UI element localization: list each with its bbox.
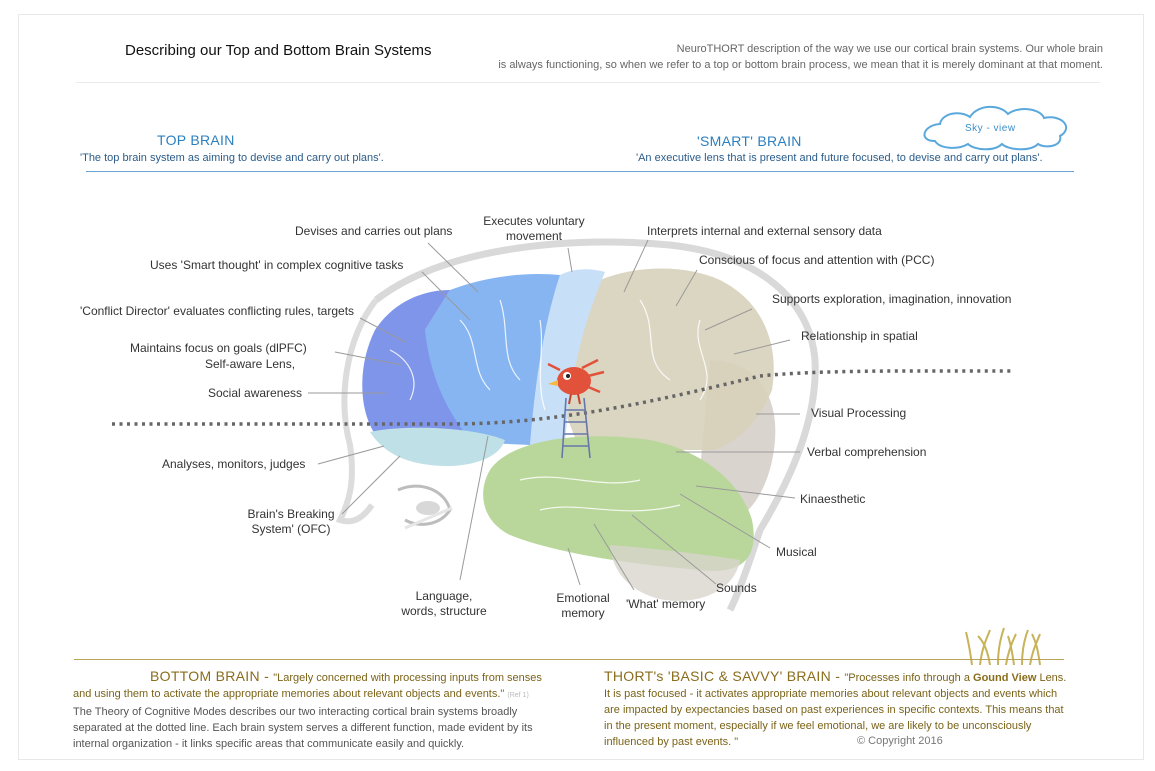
copyright: © Copyright 2016 [857,735,943,747]
label-supports-exploration: Supports exploration, imagination, innov… [772,292,1012,306]
face-outline [335,298,379,525]
basic-brain-body-4: influenced by past events. " [604,736,739,748]
label-sounds: Sounds [716,581,757,595]
top-brain-heading: TOP BRAIN [157,132,235,148]
label-breaking-system-line1: Brain's Breaking [247,507,335,521]
page-frame [18,14,1144,760]
temporal-lobe [483,436,754,571]
label-voluntary-movement-line1: Executes voluntary [483,214,585,228]
bottom-brain-quote-2: and using them to activate the appropria… [73,688,505,700]
bottom-brain-body-3b: - it links specific areas that communica… [172,738,465,750]
orbitofrontal-cortex [370,427,505,466]
bottom-brain-block: BOTTOM BRAIN - "Largely concerned with p… [73,668,563,752]
basic-brain-dash: - [831,668,845,684]
page-title: Describing our Top and Bottom Brain Syst… [125,42,432,59]
label-breaking-system: Brain's Breaking System' (OFC) [226,507,356,537]
parietal-lobe [560,268,774,450]
basic-brain-body-2: are impacted by expectancies based on pa… [604,704,1064,716]
bottom-section-rule [74,659,1064,660]
label-spatial: Relationship in spatial [801,329,918,343]
label-kinaesthetic: Kinaesthetic [800,492,866,506]
label-verbal-comprehension: Verbal comprehension [807,445,927,459]
motor-strip [530,269,605,445]
cerebellum [610,545,740,601]
label-maintains-focus: Maintains focus on goals (dlPFC) [130,341,307,355]
label-analyses: Analyses, monitors, judges [162,457,306,471]
label-emotional-memory-line2: memory [561,606,605,620]
ladder-icon [561,397,591,459]
label-breaking-system-line2: System' (OFC) [251,522,331,536]
label-smart-thought: Uses 'Smart thought' in complex cognitiv… [150,258,404,272]
header-divider [76,82,1100,83]
ground-view-label: Gound View [973,672,1037,684]
label-language-line2: words, structure [401,604,487,618]
bottom-brain-quote-1: "Largely concerned with processing input… [273,672,542,684]
skull-outline [373,238,819,612]
thort-bird-icon [547,358,605,405]
basic-brain-heading: THORT's 'BASIC & SAVVY' BRAIN [604,668,832,684]
prefrontal-cortex [362,290,470,440]
sky-view-label: Sky - view [965,123,1016,134]
top-brain-subtitle: 'The top brain system as aiming to devis… [80,152,384,164]
label-conflict-director: 'Conflict Director' evaluates conflictin… [80,304,355,318]
basic-brain-body-3: in the present moment, especially if we … [604,720,1032,732]
bottom-brain-body-1: The Theory of Cognitive Modes describes … [73,706,518,718]
bottom-brain-ref: (Ref 1) [507,692,529,699]
basic-brain-quote-1a: "Processes info through a [844,672,974,684]
label-voluntary-movement-line2: movement [505,229,563,243]
label-visual-processing: Visual Processing [811,406,907,420]
label-musical: Musical [776,545,817,559]
label-social-awareness: Social awareness [208,386,303,400]
top-section-rule [86,171,1074,172]
label-emotional-memory-line1: Emotional [556,591,610,605]
label-language-line1: Language, [415,589,473,603]
label-voluntary-movement: Executes voluntary movement [470,214,598,244]
label-conscious-focus: Conscious of focus and attention with (P… [699,253,935,267]
bottom-brain-dash: - [259,668,274,684]
header-description: NeuroTHORT description of the way we use… [453,41,1103,73]
ground-grass-icon [965,627,1041,666]
smart-brain-subtitle: 'An executive lens that is present and f… [636,152,1043,164]
header-description-line2: is always functioning, so when we refer … [498,59,1103,71]
label-devises-plans: Devises and carries out plans [295,224,453,238]
label-interprets-sensory: Interprets internal and external sensory… [647,224,882,238]
frontal-lobe [420,273,560,445]
bottom-brain-body-2: separated at the dotted line. Each brain… [73,722,533,734]
label-what-memory: 'What' memory [626,597,706,611]
header-description-line1: NeuroTHORT description of the way we use… [676,43,1103,55]
bottom-brain-heading: BOTTOM BRAIN [150,668,260,684]
basic-brain-quote-1b: Lens. [1036,672,1067,684]
smart-brain-heading: 'SMART' BRAIN [697,133,802,149]
bottom-brain-body-3: internal organization [73,738,173,750]
label-emotional-memory: Emotional memory [545,591,621,621]
label-self-aware: Self-aware Lens, [205,357,296,371]
basic-brain-block: THORT's 'BASIC & SAVVY' BRAIN - "Process… [604,668,1084,750]
basic-brain-body-1: It is past focused - it activates approp… [604,688,1058,700]
label-language: Language, words, structure [384,589,504,619]
